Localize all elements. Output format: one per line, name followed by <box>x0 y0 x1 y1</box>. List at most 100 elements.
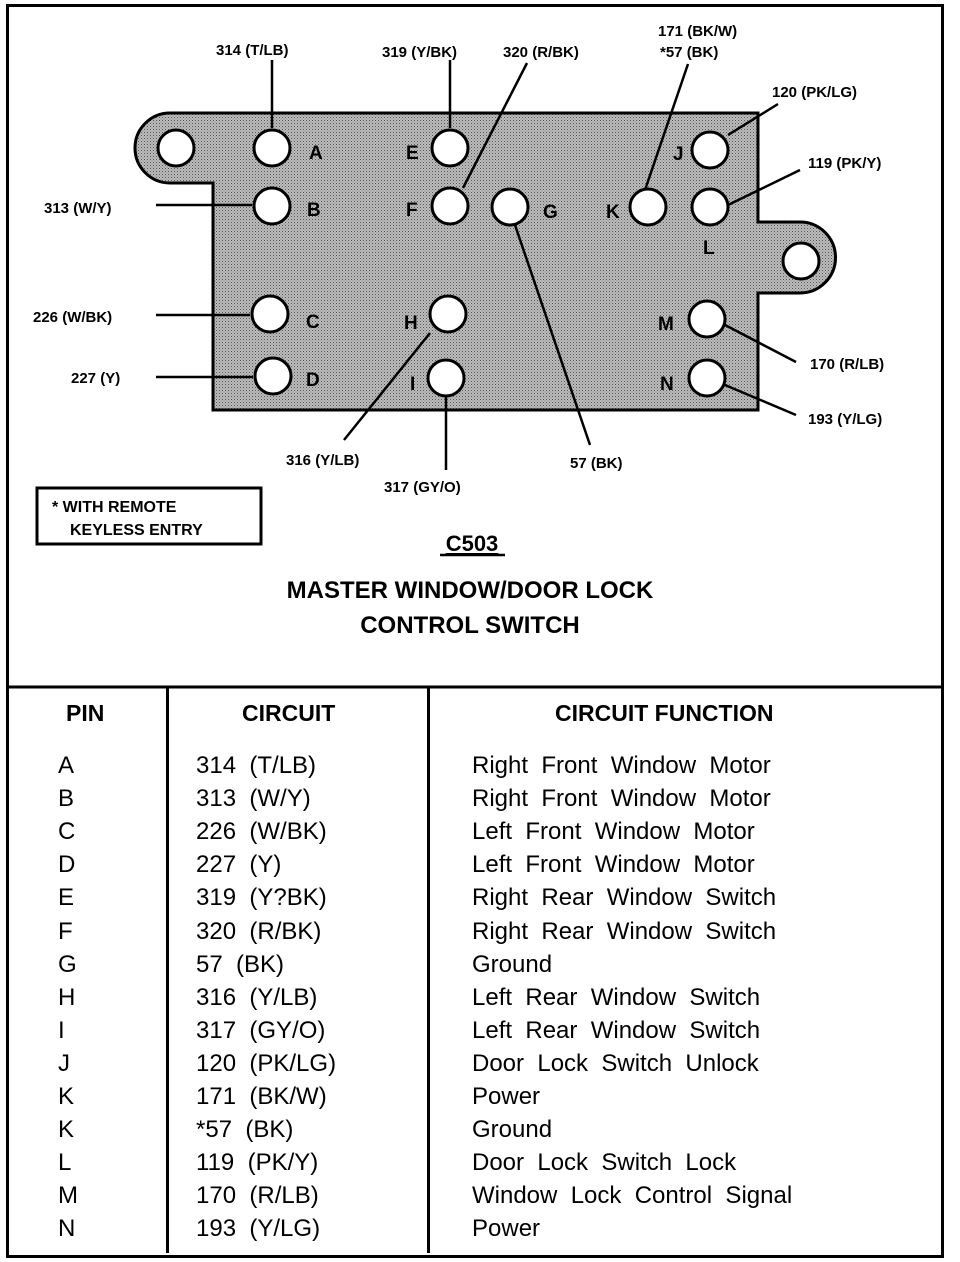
pin-letter-h: H <box>404 313 418 334</box>
connector-diagram: A B C D E F G H I J K L M N 314 (T/LB) 3… <box>6 23 944 689</box>
row-pin: J <box>58 1049 70 1077</box>
row-circuit: 313 (W/Y) <box>196 785 311 813</box>
row-pin: I <box>58 1016 65 1044</box>
row-function: Left Front Window Motor <box>472 851 755 879</box>
row-circuit: 316 (Y/LB) <box>196 983 318 1011</box>
row-circuit: 171 (BK/W) <box>196 1083 327 1110</box>
pin-letter-g: G <box>543 202 558 223</box>
wire-label-j: 120 (PK/LG) <box>772 84 857 101</box>
wire-label-e: 319 (Y/BK) <box>382 44 457 61</box>
pin-hole-j <box>690 130 730 170</box>
row-function: Right Rear Window Switch <box>472 884 777 912</box>
row-function: Power <box>472 1083 541 1110</box>
wire-label-g: 57 (BK) <box>570 455 623 472</box>
pin-letter-e: E <box>406 143 419 164</box>
pin-hole-i <box>426 358 466 398</box>
wire-label-i: 317 (GY/O) <box>384 479 461 496</box>
title-line-1: MASTER WINDOW/DOOR LOCK <box>287 577 654 604</box>
wire-label-c: 226 (W/BK) <box>33 309 112 326</box>
row-pin: F <box>58 917 73 945</box>
pin-hole-c <box>250 294 290 334</box>
note-box <box>35 486 263 546</box>
pin-hole-k <box>628 187 668 227</box>
table-row: J 120 (PK/LG) Door Lock Switch Unlock <box>0 1050 940 1083</box>
note-line-1: * WITH REMOTE <box>52 499 177 516</box>
row-function: Door Lock Switch Lock <box>472 1149 737 1177</box>
wire-label-m: 170 (R/LB) <box>810 356 884 373</box>
row-function: Left Front Window Motor <box>472 818 755 846</box>
row-function: Left Rear Window Switch <box>472 1016 761 1044</box>
table-divider-1 <box>166 687 169 1253</box>
row-pin: A <box>58 752 75 779</box>
wire-label-k-top: 171 (BK/W) <box>658 23 737 40</box>
table-row: B 313 (W/Y) Right Front Window Motor <box>0 785 940 818</box>
pin-hole-b <box>252 186 292 226</box>
pin-letter-i: I <box>410 374 415 395</box>
wire-label-d: 227 (Y) <box>71 370 120 387</box>
pin-hole-h <box>428 294 468 334</box>
pin-letter-c: C <box>306 312 320 333</box>
mounting-hole-left <box>156 128 196 168</box>
title-line-2: CONTROL SWITCH <box>360 612 580 639</box>
header-pin: PIN <box>66 700 105 726</box>
pin-holes <box>250 128 730 398</box>
pin-letter-k: K <box>606 202 620 223</box>
row-circuit: 193 (Y/LG) <box>196 1215 321 1243</box>
table-row: A 314 (T/LB) Right Front Window Motor <box>0 752 940 785</box>
pin-hole-e <box>430 128 470 168</box>
pin-letter-j: J <box>673 144 684 165</box>
wire-label-h: 316 (Y/LB) <box>286 452 359 469</box>
row-function: Ground <box>472 950 553 978</box>
table-row: F 320 (R/BK) Right Rear Window Switch <box>0 918 940 951</box>
header-circuit: CIRCUIT <box>242 700 336 726</box>
pin-letter-b: B <box>307 200 321 221</box>
table-row: L 119 (PK/Y) Door Lock Switch Lock <box>0 1149 940 1182</box>
row-function: Right Rear Window Switch <box>472 917 777 945</box>
leader-lines <box>156 60 801 470</box>
row-function: Right Front Window Motor <box>472 752 771 779</box>
row-circuit: 57 (BK) <box>196 950 285 978</box>
row-function: Window Lock Control Signal <box>472 1182 793 1210</box>
row-circuit: 226 (W/BK) <box>196 818 327 846</box>
row-pin: E <box>58 884 75 912</box>
table-divider-2 <box>427 687 430 1253</box>
row-circuit: 320 (R/BK) <box>196 917 322 945</box>
row-function: Right Front Window Motor <box>472 785 771 813</box>
row-pin: B <box>58 785 75 813</box>
diagram-frame <box>6 4 944 1258</box>
row-circuit: 319 (Y?BK) <box>196 884 327 912</box>
header-circuit-function: CIRCUIT FUNCTION <box>555 700 774 726</box>
pin-hole-a <box>252 128 292 168</box>
row-function: Power <box>472 1215 541 1243</box>
row-pin: K <box>58 1116 75 1144</box>
pin-letter-f: F <box>406 200 418 221</box>
row-circuit: 317 (GY/O) <box>196 1016 326 1044</box>
row-function: Ground <box>472 1116 553 1144</box>
row-circuit: 170 (R/LB) <box>196 1182 319 1210</box>
pin-hole-l <box>690 187 730 227</box>
table-row: E 319 (Y?BK) Right Rear Window Switch <box>0 884 940 917</box>
pin-hole-g <box>490 187 530 227</box>
pin-letter-l: L <box>703 238 715 259</box>
table-row: I 317 (GY/O) Left Rear Window Switch <box>0 1017 940 1050</box>
row-circuit: 314 (T/LB) <box>196 752 317 779</box>
row-circuit: 227 (Y) <box>196 851 282 879</box>
row-function: Door Lock Switch Unlock <box>472 1049 759 1077</box>
row-pin: L <box>58 1149 72 1177</box>
pin-letter-n: N <box>660 374 674 395</box>
row-circuit: 119 (PK/Y) <box>196 1149 319 1177</box>
row-circuit: 120 (PK/LG) <box>196 1049 337 1077</box>
table-row: K*57 (BK)Ground <box>0 1116 940 1149</box>
row-pin: H <box>58 983 76 1011</box>
connector-body <box>133 111 837 412</box>
connector-id: C503 <box>446 531 499 556</box>
wire-label-a: 314 (T/LB) <box>216 42 289 59</box>
note-line-2: KEYLESS ENTRY <box>70 522 203 539</box>
